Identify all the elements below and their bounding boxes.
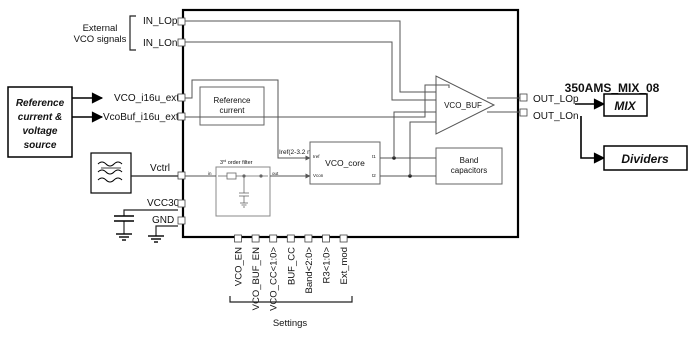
out-lon-pin (519, 108, 528, 117)
setting-pin-label: VCO_EN (234, 247, 245, 286)
in-lop-wire (185, 20, 436, 93)
vctrl-source-block (90, 152, 132, 194)
iref-wire (185, 79, 311, 161)
t2-to-buf-wire (409, 121, 436, 176)
vco-buf-label: VCO_BUF (444, 101, 482, 110)
vco-core-iref-pin: Iref (313, 154, 320, 159)
setting-pin-label: Ext_mod (339, 247, 350, 285)
setting-pin-label: VCO_BUF_EN (251, 247, 262, 310)
vcobuf-bias-wire (185, 84, 450, 118)
gnd-wire (155, 225, 178, 236)
vctrl-pin (177, 171, 186, 180)
setting-pin-label: VCO_CC<1:0> (269, 247, 280, 311)
reference-source-label: Reference current & voltage source (16, 98, 65, 151)
setting-pin (339, 234, 348, 243)
settings-label: Settings (273, 318, 308, 329)
mix-block (603, 93, 648, 117)
setting-pin-label: R3<1:0> (322, 247, 333, 284)
in-lop-pin (177, 17, 186, 26)
svg-text:current: current (220, 106, 246, 115)
vcobuf-i16u-pin (177, 112, 186, 121)
settings-pins: VCO_EN VCO_BUF_EN VCO_CC<1:0> BUF_CC Band<2:… (234, 234, 350, 311)
setting-pin (286, 234, 295, 243)
out-lop-label: OUT_LOp (533, 94, 579, 105)
gnd-label: GND (152, 215, 174, 226)
svg-text:source: source (24, 140, 57, 151)
svg-text:capacitors: capacitors (451, 166, 487, 175)
gnd-pin (177, 216, 186, 225)
svg-text:current &: current & (18, 112, 62, 123)
vcc30-pin (177, 199, 186, 208)
dividers-arrow (580, 116, 606, 164)
svg-text:voltage: voltage (22, 126, 57, 137)
dividers-block (603, 145, 688, 171)
setting-pin (304, 234, 313, 243)
vcc30-capacitor-icon (114, 215, 134, 241)
band-capacitors-block (435, 147, 503, 185)
vcobuf-i16u-ext-label: VcoBuf_i16u_ext (103, 112, 179, 123)
vco-core-label: VCO_core (325, 158, 365, 168)
vco-i16u-pin (177, 93, 186, 102)
settings-bracket (229, 296, 353, 303)
external-vco-signals-label: External VCO signals (74, 23, 127, 45)
in-lon-pin (177, 38, 186, 47)
dividers-label: Dividers (621, 152, 669, 166)
vco-core-block (309, 141, 381, 185)
out-lon-label: OUT_LOn (533, 111, 579, 122)
svg-text:Reference: Reference (214, 96, 251, 105)
vco-core-t2-pin: t2 (372, 173, 376, 178)
vcc30-label: VCC30 (147, 198, 180, 209)
t1-to-buf-wire (393, 111, 436, 158)
vcc30-wire (123, 209, 178, 216)
vco-buf-amplifier (435, 75, 496, 135)
out-lop-pin (519, 93, 528, 102)
reference-current-label: Reference current (214, 96, 251, 115)
svg-text:Reference: Reference (16, 98, 65, 109)
svg-text:Band: Band (460, 156, 479, 165)
filter-title: 3rd order filter (220, 159, 253, 166)
setting-pin (234, 234, 242, 243)
setting-pin-label: BUF_CC (286, 247, 297, 285)
setting-pin (322, 234, 330, 243)
filter-schematic-icon (218, 172, 268, 208)
filter-out-pin: out (272, 171, 279, 176)
filter-in-pin: in (208, 171, 212, 176)
reference-current-block (199, 86, 265, 126)
vco-core-t1-pin: t1 (372, 154, 376, 159)
mix-label: MIX (614, 99, 636, 113)
vco-i16u-ext-label: VCO_i16u_ext (114, 93, 179, 104)
svg-text:VCO signals: VCO signals (74, 34, 127, 45)
lowpass-filter-icon (97, 161, 123, 183)
external-vco-bracket (129, 15, 136, 51)
in-lon-label: IN_LOn (143, 38, 177, 49)
chip-title: 350AMS_MIX_08 (565, 81, 660, 95)
setting-pin-label: Band<2:0> (304, 247, 315, 294)
vctrl-label: Vctrl (150, 163, 170, 174)
in-lop-label: IN_LOp (143, 16, 178, 27)
iref-label: Iref(2-3.2 mA) (279, 149, 319, 156)
ground-icon (148, 235, 164, 243)
third-order-filter-block (215, 166, 271, 217)
setting-pin (269, 234, 278, 243)
svg-text:External: External (83, 23, 118, 34)
reference-source-block (7, 86, 73, 158)
vco-core-vcon-pin: Vcon (313, 173, 324, 178)
band-capacitors-label: Band capacitors (451, 156, 487, 175)
setting-pin (251, 234, 260, 243)
in-lon-wire (185, 41, 436, 101)
